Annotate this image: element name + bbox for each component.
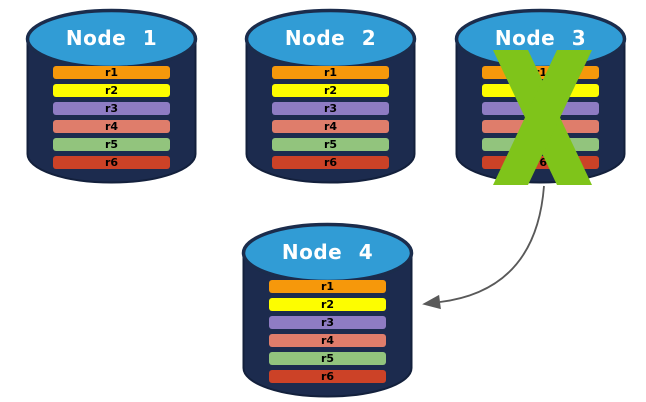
record-row: r1 (269, 280, 386, 293)
record-row: r3 (53, 102, 170, 115)
record-row: r3 (269, 316, 386, 329)
record-row: r1 (53, 66, 170, 79)
record-row: r4 (53, 120, 170, 133)
record-label: r1 (323, 66, 338, 79)
record-label: r4 (323, 120, 338, 133)
record-label: r3 (320, 316, 335, 329)
node-title: Node 1 (65, 26, 158, 50)
record-row: r1 (272, 66, 389, 79)
record-rows: r1 r2 r3 r4 r5 r6 (53, 66, 170, 169)
record-row: r2 (53, 84, 170, 97)
record-row: r4 (272, 120, 389, 133)
record-label: r6 (104, 156, 119, 169)
node-1: Node 1 r1 r2 r3 r4 r5 r6 (25, 8, 198, 185)
node-title: Node 2 (284, 26, 377, 50)
node-3: Node 3 r1 r2 r3 r4 r5 r6 (454, 8, 627, 185)
failure-x-icon (493, 50, 592, 185)
record-label: r1 (320, 280, 335, 293)
record-label: r5 (323, 138, 338, 151)
record-label: r6 (323, 156, 338, 169)
record-label: r2 (104, 84, 119, 97)
record-row: r5 (269, 352, 386, 365)
node-4: Node 4 r1 r2 r3 r4 r5 r6 (241, 222, 414, 399)
record-label: r1 (104, 66, 119, 79)
record-row: r4 (269, 334, 386, 347)
record-row: r6 (269, 370, 386, 383)
record-rows: r1 r2 r3 r4 r5 r6 (269, 280, 386, 383)
record-row: r6 (53, 156, 170, 169)
record-row: r2 (269, 298, 386, 311)
record-row: r2 (272, 84, 389, 97)
record-label: r3 (104, 102, 119, 115)
record-row: r5 (272, 138, 389, 151)
node-title: Node 4 (281, 240, 374, 264)
record-label: r4 (104, 120, 119, 133)
record-row: r3 (272, 102, 389, 115)
record-label: r6 (320, 370, 335, 383)
record-label: r4 (320, 334, 335, 347)
node-title: Node 3 (494, 26, 587, 50)
record-label: r2 (323, 84, 338, 97)
record-label: r3 (323, 102, 338, 115)
transfer-arrow-path (422, 185, 545, 310)
record-label: r5 (104, 138, 119, 151)
record-row: r5 (53, 138, 170, 151)
record-label: r5 (320, 352, 335, 365)
node-2: Node 2 r1 r2 r3 r4 r5 r6 (244, 8, 417, 185)
record-row: r6 (272, 156, 389, 169)
record-rows: r1 r2 r3 r4 r5 r6 (272, 66, 389, 169)
record-label: r2 (320, 298, 335, 311)
